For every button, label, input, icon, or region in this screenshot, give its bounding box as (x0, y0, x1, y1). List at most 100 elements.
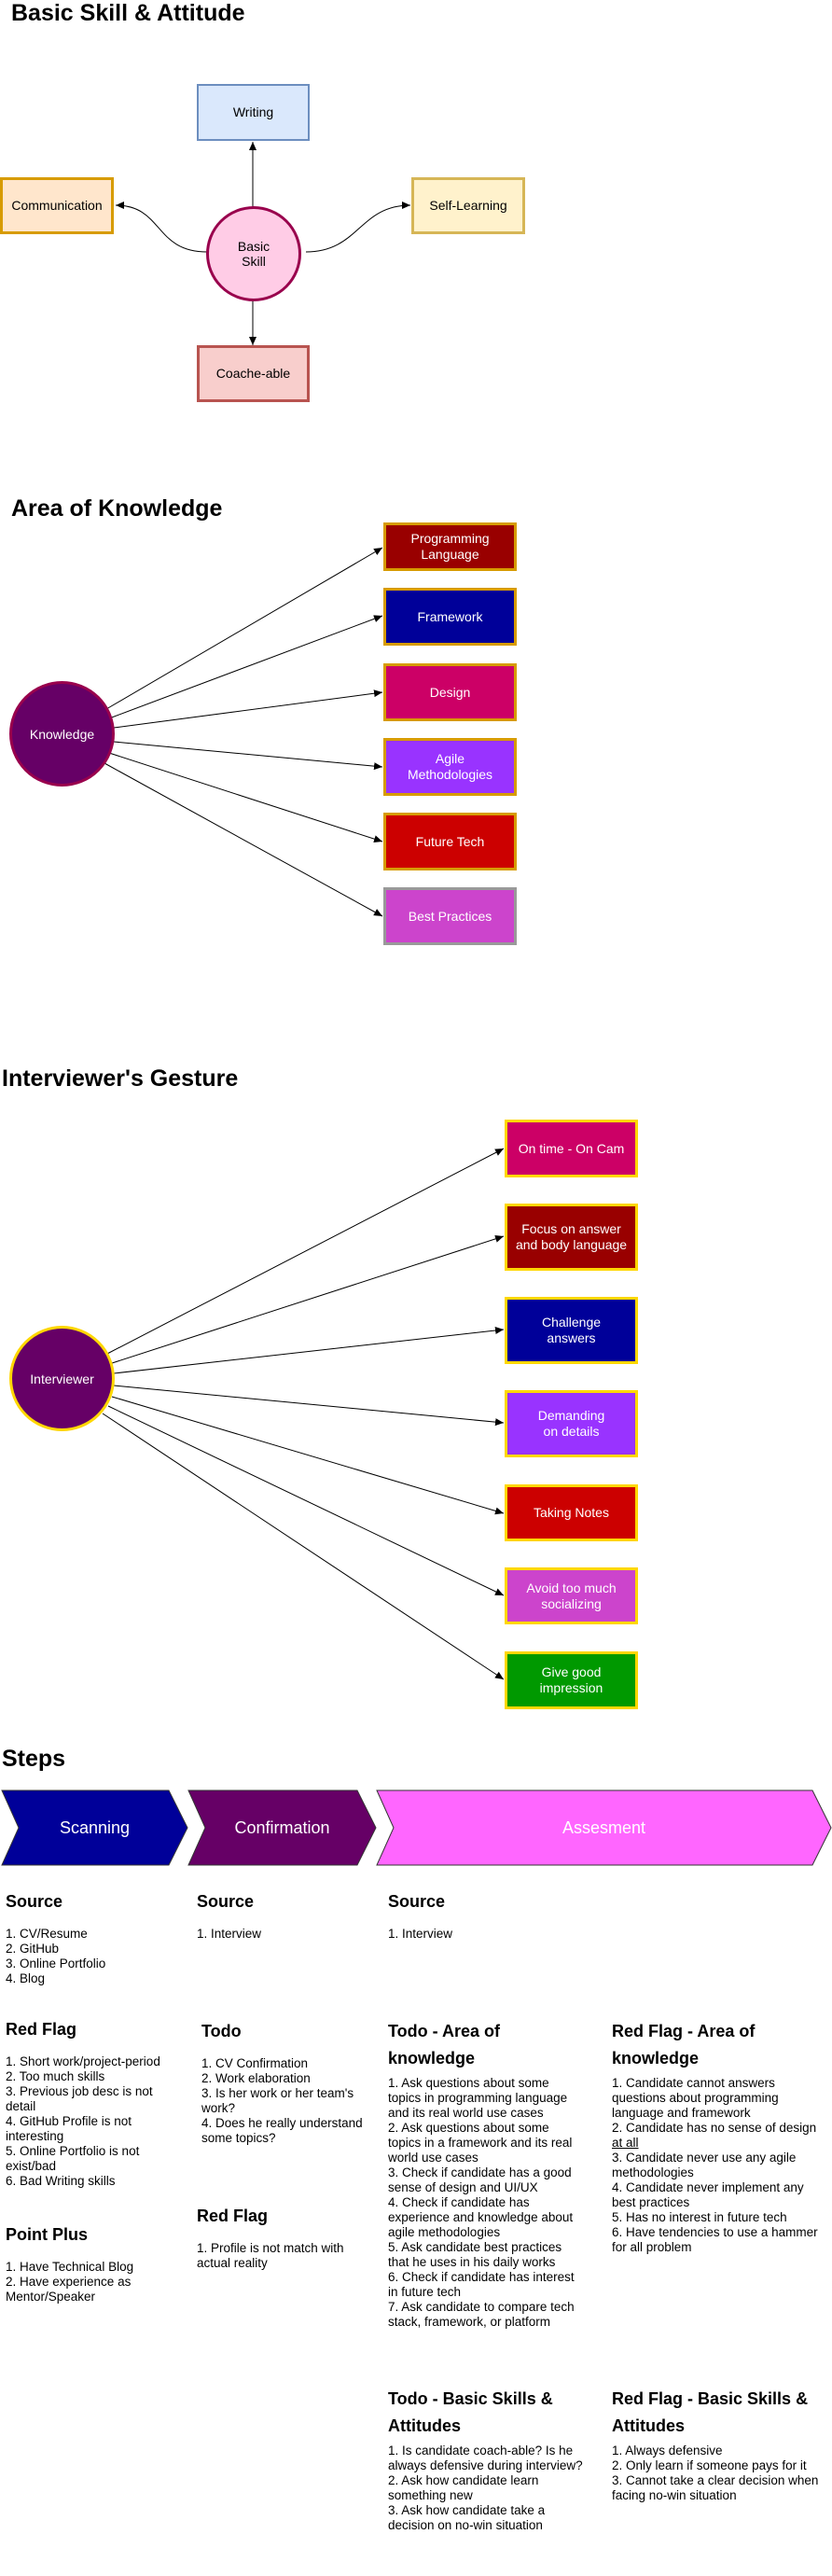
on-time-node: On time - On Cam (505, 1120, 638, 1177)
basic-skill-title: Basic Skill & Attitude (11, 0, 245, 26)
list-item: 4. Check if candidate has experience and… (388, 2195, 574, 2239)
scanning-source-title: Source (6, 1892, 63, 1911)
todo-basic-title: Todo - Basic Skills & Attitudes (388, 2389, 553, 2435)
list-item: 4. GitHub Profile is not interesting (6, 2114, 132, 2143)
demanding-details-node: Demanding on details (505, 1390, 638, 1457)
confirmation-arrow (187, 1789, 377, 1866)
scanning-redflag-title: Red Flag (6, 2020, 77, 2039)
redflag-area-title: Red Flag - Area of knowledge (612, 2022, 756, 2068)
confirmation-redflag-title: Red Flag (197, 2207, 269, 2225)
connector-k3 (113, 689, 383, 729)
self-learning-node: Self-Learning (411, 177, 525, 234)
redflag-basic-block: Red Flag - Basic Skills & Attitudes 1. A… (612, 2386, 828, 2503)
list-item: 5. Has no interest in future tech (612, 2210, 787, 2224)
list-item: 1. Interview (197, 1927, 262, 1941)
list-item: 2. GitHub (6, 1942, 60, 1956)
connector-k4 (113, 741, 383, 771)
list-item: 7. Ask candidate to compare tech stack, … (388, 2300, 575, 2329)
connector-k2 (108, 615, 383, 719)
list-item: 2. Candidate has no sense of design at a… (612, 2121, 828, 2151)
list-item: 4. Candidate never implement any best pr… (612, 2180, 804, 2209)
gesture-title: Interviewer's Gesture (2, 1065, 239, 1092)
list-item: 1. Is candidate coach-able? Is he always… (388, 2444, 583, 2472)
good-impression-node: Give good impression (505, 1651, 638, 1709)
connector-g5 (111, 1396, 505, 1515)
redflag-basic-title: Red Flag - Basic Skills & Attitudes (612, 2389, 809, 2435)
list-item: 1. Ask questions about some topics in pr… (388, 2076, 568, 2120)
steps-title: Steps (2, 1746, 66, 1772)
writing-node: Writing (197, 84, 310, 141)
list-item-text: 2. Candidate has no sense of design (612, 2121, 817, 2135)
steps-arrows (1, 1789, 832, 1866)
programming-language-node: Programming Language (383, 522, 517, 571)
list-item: 3. Is her work or her team's work? (201, 2086, 354, 2115)
list-item: 6. Have tendencies to use a hammer for a… (612, 2225, 818, 2254)
coacheable-node: Coache-able (197, 345, 310, 402)
list-item: 1. Candidate cannot answers questions ab… (612, 2076, 779, 2120)
list-item: 3. Ask how candidate take a decision on … (388, 2503, 546, 2532)
list-item: 2. Ask questions about some topics in a … (388, 2121, 573, 2165)
list-item: 1. Interview (388, 1927, 453, 1941)
list-item: 1. Always defensive (612, 2444, 723, 2458)
list-item: 2. Too much skills (6, 2069, 105, 2083)
list-item: 3. Previous job desc is not detail (6, 2084, 153, 2113)
list-item: 4. Does he really understand some topics… (201, 2116, 363, 2145)
knowledge-connectors (104, 547, 383, 917)
list-item: 3. Check if candidate has a good sense o… (388, 2165, 572, 2194)
confirmation-source-title: Source (197, 1892, 255, 1911)
list-item: 1. Short work/project-period (6, 2054, 160, 2068)
basic-skill-node: Basic Skill (206, 206, 301, 301)
connector-g2 (108, 1234, 505, 1365)
list-item: 2. Have experience as Mentor/Speaker (6, 2275, 132, 2304)
scanning-redflag-block: Red Flag 1. Short work/project-period 2.… (6, 2016, 173, 2189)
scanning-plus-block: Point Plus 1. Have Technical Blog 2. Hav… (6, 2221, 173, 2304)
list-item: 6. Bad Writing skills (6, 2174, 116, 2188)
gesture-connectors (102, 1148, 505, 1680)
connector-k6 (104, 762, 383, 917)
list-item: 2. Ask how candidate learn something new (388, 2473, 539, 2502)
knowledge-node: Knowledge (9, 681, 115, 787)
focus-answer-node: Focus on answer and body language (505, 1204, 638, 1271)
connector-g7 (102, 1413, 505, 1680)
connector-communication (115, 202, 208, 253)
list-item: 3. Cannot take a clear decision when fac… (612, 2473, 819, 2502)
todo-area-title: Todo - Area of knowledge (388, 2022, 500, 2068)
underlined-text: at all (612, 2136, 639, 2150)
connector-g1 (104, 1148, 505, 1356)
connector-g4 (113, 1385, 505, 1427)
list-item: 5. Ask candidate best practices that he … (388, 2240, 562, 2269)
confirmation-todo-title: Todo (201, 2022, 242, 2040)
framework-node: Framework (383, 588, 517, 646)
list-item: 3. Candidate never use any agile methodo… (612, 2151, 797, 2179)
avoid-socializing-node: Avoid too much socializing (505, 1567, 638, 1624)
scanning-arrow (1, 1789, 188, 1866)
taking-notes-node: Taking Notes (505, 1484, 638, 1541)
scanning-source-block: Source 1. CV/Resume 2. GitHub 3. Online … (6, 1888, 173, 1986)
design-node: Design (383, 663, 517, 721)
confirmation-source-block: Source 1. Interview (197, 1888, 374, 1942)
assesment-arrow (376, 1789, 832, 1866)
agile-methodologies-node: Agile Methodologies (383, 738, 517, 796)
connector-self-learning (305, 202, 411, 253)
best-practices-node: Best Practices (383, 887, 517, 945)
connector-k5 (108, 752, 383, 843)
todo-basic-block: Todo - Basic Skills & Attitudes 1. Is ca… (388, 2386, 584, 2533)
confirmation-redflag-block: Red Flag 1. Profile is not match with ac… (197, 2203, 374, 2271)
assesment-source-title: Source (388, 1892, 446, 1911)
communication-node: Communication (0, 177, 114, 234)
list-item: 1. Have Technical Blog (6, 2260, 134, 2274)
challenge-answers-node: Challenge answers (505, 1297, 638, 1364)
todo-area-block: Todo - Area of knowledge 1. Ask question… (388, 2018, 584, 2330)
list-item: 4. Blog (6, 1971, 46, 1985)
assesment-label: Assesment (562, 1817, 646, 1837)
future-tech-node: Future Tech (383, 813, 517, 870)
list-item: 5. Online Portfolio is not exist/bad (6, 2144, 140, 2173)
basic-skill-connectors (115, 142, 411, 345)
connector-k1 (105, 547, 383, 710)
list-item: 6. Check if candidate has interest in fu… (388, 2270, 575, 2299)
connector-g6 (107, 1405, 505, 1596)
list-item: 2. Only learn if someone pays for it (612, 2458, 807, 2472)
list-item: 1. Profile is not match with actual real… (197, 2241, 344, 2270)
scanning-plus-title: Point Plus (6, 2225, 89, 2244)
assesment-source-block: Source 1. Interview (388, 1888, 584, 1942)
